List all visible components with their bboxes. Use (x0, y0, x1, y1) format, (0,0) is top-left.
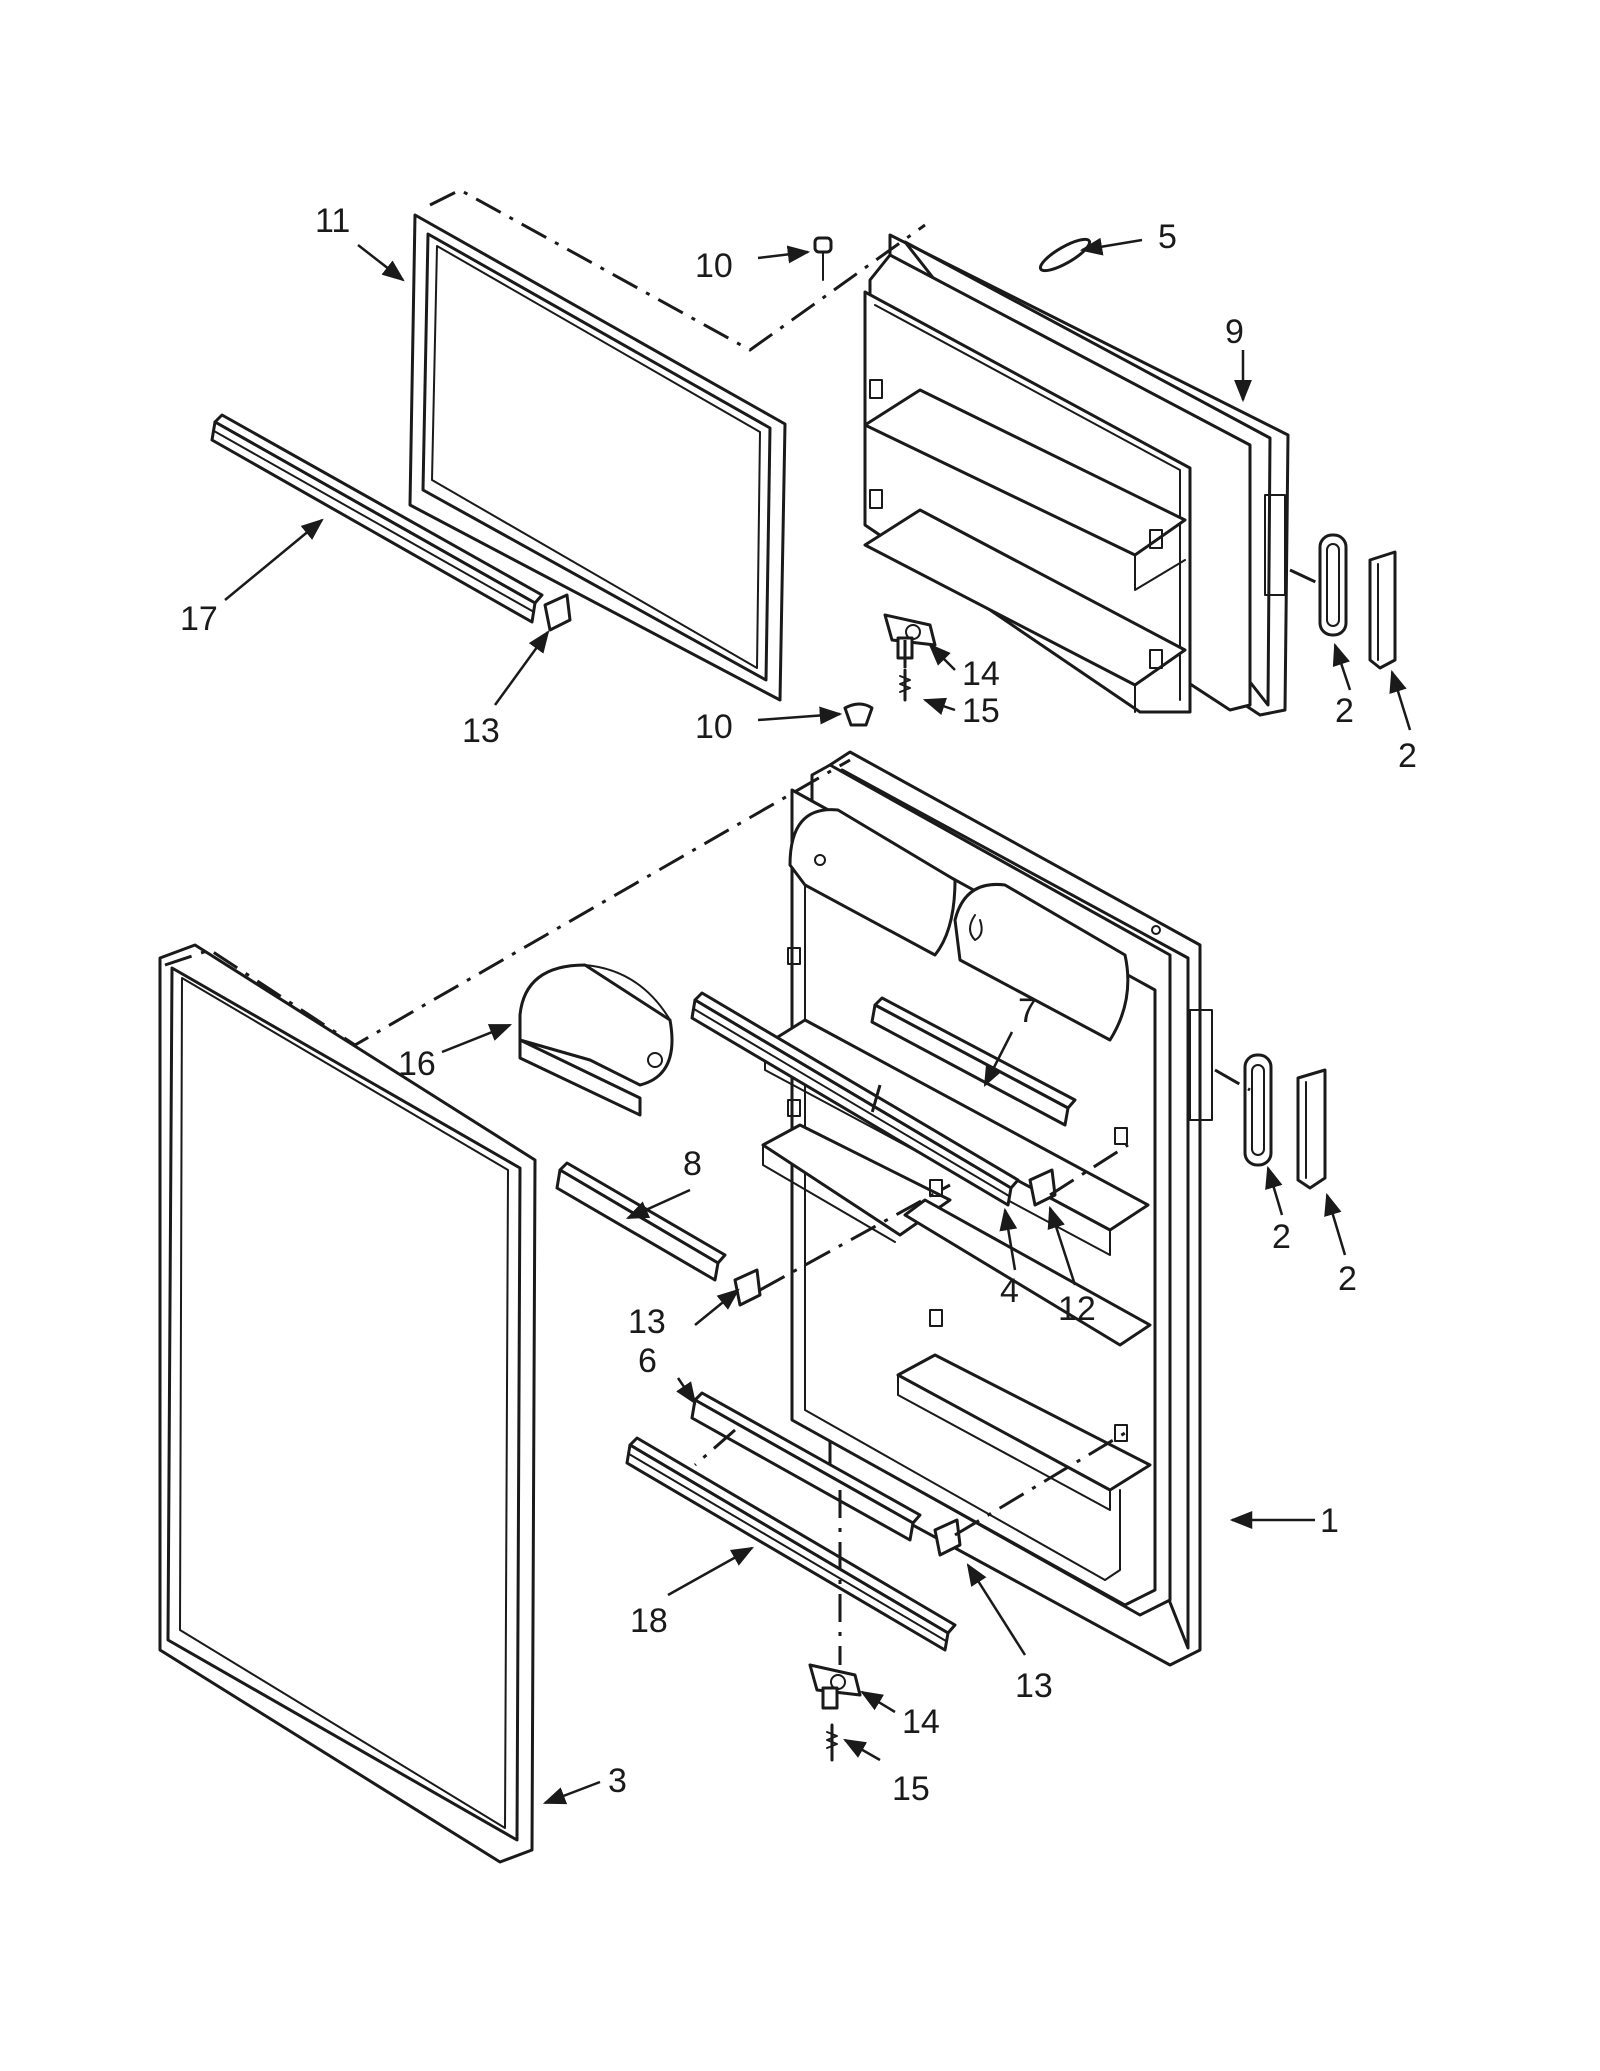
callout-7: 7 (1018, 992, 1037, 1030)
fresh-food-hinge (808, 1663, 862, 1710)
callout-2-fresh-handle: 2 (1338, 1260, 1357, 1298)
fresh-food-hinge-screw (826, 1723, 838, 1762)
callout-13-left: 13 (628, 1303, 666, 1341)
callout-15-bottom: 15 (892, 1770, 930, 1808)
freezer-shelf-bar (210, 413, 544, 624)
shelf-support-13-right (933, 1518, 962, 1557)
callout-18: 18 (630, 1602, 668, 1640)
door-cam (1038, 237, 1092, 273)
callout-8: 8 (683, 1145, 702, 1183)
freezer-hinge-screw (899, 668, 911, 702)
freezer-hinge (883, 613, 937, 660)
fresh-food-handle-trim (1243, 1053, 1273, 1167)
callout-15-top: 15 (962, 692, 1000, 730)
callout-13-freezer: 13 (462, 712, 500, 750)
shelf-support-12 (1028, 1168, 1057, 1207)
callout-11: 11 (315, 202, 350, 240)
callout-2-freezer-handle: 2 (1398, 737, 1417, 775)
callout-2-fresh-trim: 2 (1272, 1218, 1291, 1256)
freezer-door (863, 233, 1290, 717)
shelf-support-13-freezer (543, 593, 572, 632)
callout-12: 12 (1058, 1290, 1096, 1328)
dairy-door-bar (690, 991, 1020, 1207)
callout-3: 3 (608, 1762, 627, 1800)
freezer-door-gasket (408, 213, 787, 702)
freezer-handle (1368, 550, 1397, 670)
bottom-shelf-bar (625, 1436, 957, 1652)
callout-10-middle: 10 (695, 708, 733, 746)
callout-6: 6 (638, 1342, 657, 1380)
fresh-food-door-gasket (158, 943, 537, 1864)
fresh-food-door (761, 750, 1213, 1667)
shelf-support-13-left (733, 1268, 762, 1307)
callout-16: 16 (398, 1045, 436, 1083)
callout-5: 5 (1158, 218, 1177, 256)
callout-9: 9 (1225, 313, 1244, 351)
callout-13-right: 13 (1015, 1667, 1053, 1705)
callout-10-top: 10 (695, 247, 733, 285)
callout-4: 4 (1000, 1272, 1019, 1310)
freezer-handle-trim (1318, 533, 1348, 637)
callout-leaders (224, 237, 1412, 1805)
callout-14-top: 14 (962, 655, 1000, 693)
callout-labels: 11 10 5 9 17 13 14 15 10 2 2 16 7 8 13 4… (180, 202, 1417, 1808)
lower-shelf-bar (690, 1391, 922, 1542)
door-plug-middle (843, 702, 874, 727)
callout-2-freezer-trim: 2 (1335, 692, 1354, 730)
callout-1: 1 (1320, 1502, 1339, 1540)
callout-14-bottom: 14 (902, 1703, 940, 1741)
fresh-food-handle (1296, 1068, 1327, 1190)
butter-compartment (518, 963, 674, 1117)
door-plug-top (813, 236, 833, 281)
upper-shelf-bar (870, 996, 1077, 1127)
callout-17: 17 (180, 600, 218, 638)
